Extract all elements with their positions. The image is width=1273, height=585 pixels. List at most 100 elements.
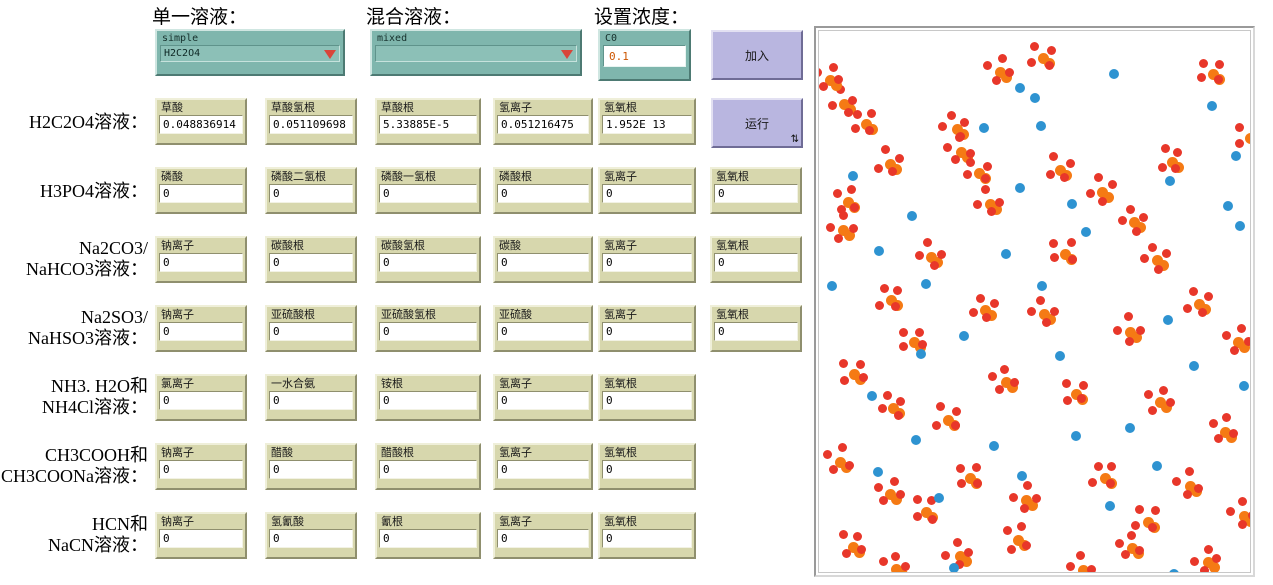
atom-sphere [1100, 473, 1111, 484]
concentration-field[interactable]: 0.1 [603, 45, 686, 67]
species-label: 磷酸一氢根 [381, 170, 436, 183]
species-value-input[interactable]: 0.051109698 [269, 115, 353, 134]
species-value-input[interactable]: 0 [714, 322, 798, 341]
species-value-input[interactable]: 0 [269, 391, 353, 410]
species-value-input[interactable]: 0.048836914 [159, 115, 243, 134]
species-value-input[interactable]: 0 [269, 253, 353, 272]
species-value-input[interactable]: 0 [379, 322, 477, 341]
species-value-input[interactable]: 0 [602, 460, 692, 479]
atom-sphere [973, 478, 982, 488]
single-solution-combo[interactable]: simple H2C2O4 [155, 29, 345, 76]
species-value-input[interactable]: 0 [269, 460, 353, 479]
concentration-value[interactable]: 0.1 [609, 50, 629, 63]
species-value-input[interactable]: 0 [497, 253, 589, 272]
species-value-input[interactable]: 0 [714, 253, 798, 272]
species-value-input[interactable]: 0 [269, 184, 353, 203]
species-value-input[interactable]: 0 [379, 184, 477, 203]
species-value-input[interactable]: 0 [159, 529, 243, 548]
species-value-input[interactable]: 0 [602, 391, 692, 410]
species-value-input[interactable]: 0 [497, 391, 589, 410]
add-button[interactable]: 加入 [711, 30, 803, 80]
species-value-input[interactable]: 0 [602, 253, 692, 272]
caret-down-icon[interactable] [561, 50, 573, 59]
species-value-input[interactable]: 0 [379, 460, 477, 479]
atom-sphere [839, 376, 849, 386]
species-value-input[interactable]: 0 [379, 253, 477, 272]
species-value-input[interactable]: 5.33885E-5 [379, 115, 477, 134]
caret-down-icon[interactable] [324, 50, 336, 59]
mixed-solution-combo[interactable]: mixed [370, 29, 582, 76]
species-value-input[interactable]: 0 [602, 184, 692, 203]
species-value-input[interactable]: 0 [497, 184, 589, 203]
species-value-input[interactable]: 0 [159, 391, 243, 410]
species-value-input[interactable]: 0 [159, 184, 243, 203]
species-value-input[interactable]: 0 [159, 253, 243, 272]
run-button[interactable]: 运行 ⇅ [711, 98, 803, 148]
mixed-solution-combo-field[interactable] [375, 45, 577, 62]
simulation-panel[interactable] [814, 26, 1255, 577]
species-value-input[interactable]: 0 [159, 322, 243, 341]
atom-sphere [888, 166, 898, 176]
species-value-input[interactable]: 0 [497, 529, 589, 548]
single-solution-combo-field[interactable]: H2C2O4 [160, 45, 340, 62]
species-value-input[interactable]: 0 [159, 460, 243, 479]
hydrogen-ion [827, 281, 837, 291]
simulation-canvas[interactable] [818, 30, 1251, 573]
species-value-input[interactable]: 0.051216475 [497, 115, 589, 134]
species-value-input[interactable]: 0 [379, 391, 477, 410]
species-value-input[interactable]: 0 [269, 322, 353, 341]
species-value-input[interactable]: 0 [602, 529, 692, 548]
atom-sphere [1006, 544, 1016, 554]
atom-sphere [1152, 255, 1163, 266]
species-value-input[interactable]: 0 [602, 322, 692, 341]
species-label: 氢离子 [604, 308, 637, 321]
species-value-input[interactable]: 0 [497, 322, 589, 341]
single-solution-combo-value: H2C2O4 [164, 48, 201, 59]
species-value-input[interactable]: 0 [269, 529, 353, 548]
concentration-input-group[interactable]: C0 0.1 [598, 29, 691, 81]
atom-sphere [1060, 249, 1071, 260]
species-value-input[interactable]: 0 [379, 529, 477, 548]
species-value-input[interactable]: 0 [497, 460, 589, 479]
species-value-input[interactable]: 0 [714, 184, 798, 203]
species-value-input[interactable]: 1.952E 13 [602, 115, 692, 134]
